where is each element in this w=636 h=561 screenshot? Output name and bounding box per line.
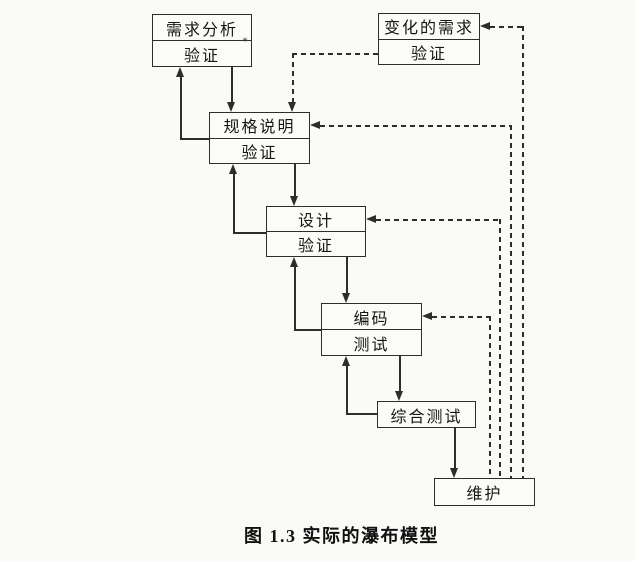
arrow-design-to-coding-line xyxy=(346,257,348,294)
feedback-coding-to-design-head xyxy=(290,257,298,267)
design-label: 设计 xyxy=(297,213,334,230)
feedback-integration-to-coding-head xyxy=(342,356,350,366)
box-maintenance: 维护 xyxy=(434,478,535,506)
feedback-specification-to-requirements-hline xyxy=(180,138,210,140)
dashed-maintenance-to-changed-req-vline xyxy=(522,26,524,478)
design-verify-label: 验证 xyxy=(267,231,365,256)
requirements-verify-label: 验证 xyxy=(153,40,251,66)
dashed-maintenance-to-design-head xyxy=(366,215,376,223)
arrow-design-to-coding-head xyxy=(342,293,350,303)
dashed-maintenance-to-specification-vline xyxy=(510,125,512,478)
feedback-integration-to-coding-vline xyxy=(346,366,348,414)
feedback-integration-to-coding-hline xyxy=(346,413,378,415)
feedback-specification-to-requirements-vline xyxy=(180,77,182,139)
feedback-coding-to-design-vline xyxy=(294,267,296,330)
dashed-changed-req-to-specification-hline xyxy=(292,53,378,55)
dashed-maintenance-to-coding-hline xyxy=(432,316,489,318)
box-integration-test: 综合测试 xyxy=(377,401,476,428)
dashed-maintenance-to-changed-req-hline xyxy=(490,26,522,28)
figure-caption: 图 1.3 实际的瀑布模型 xyxy=(244,526,439,546)
dashed-maintenance-to-coding-vline xyxy=(489,316,491,478)
dashed-changed-req-to-specification-vline xyxy=(292,53,294,103)
box-coding: 编码 测试 xyxy=(321,303,422,356)
dashed-maintenance-to-design-vline xyxy=(499,219,501,478)
arrow-integration-to-maintenance-head xyxy=(450,468,458,478)
maintenance-label: 维护 xyxy=(466,486,503,503)
specification-verify-label: 验证 xyxy=(210,137,309,164)
coding-label: 编码 xyxy=(353,310,390,328)
dashed-maintenance-to-changed-req-head xyxy=(480,22,490,30)
requirements-note-mark: * xyxy=(242,34,248,48)
box-changed-requirements: 变化的需求 验证 xyxy=(378,13,480,65)
dashed-maintenance-to-design-hline xyxy=(376,219,499,221)
box-requirements-analysis: 需求分析 验证 xyxy=(152,14,252,67)
arrow-coding-to-integration-head xyxy=(395,391,403,401)
changed-requirements-label: 变化的需求 xyxy=(383,20,474,38)
dashed-maintenance-to-specification-head xyxy=(310,121,320,129)
feedback-design-to-specification-hline xyxy=(233,232,267,234)
specification-label: 规格说明 xyxy=(223,119,296,137)
arrow-specification-to-design-line xyxy=(294,164,296,197)
arrow-integration-to-maintenance-line xyxy=(454,428,456,469)
dashed-maintenance-to-specification-hline xyxy=(320,125,510,127)
dashed-changed-req-to-specification-head xyxy=(288,102,296,112)
feedback-coding-to-design-hline xyxy=(294,329,322,331)
feedback-design-to-specification-vline xyxy=(233,174,235,233)
dashed-maintenance-to-coding-head xyxy=(422,312,432,320)
arrow-coding-to-integration-line xyxy=(399,356,401,392)
arrow-specification-to-design-head xyxy=(290,196,298,206)
arrow-requirements-to-specification-head xyxy=(227,102,235,112)
arrow-requirements-to-specification-line xyxy=(231,67,233,103)
coding-test-label: 测试 xyxy=(322,329,421,355)
box-specification: 规格说明 验证 xyxy=(209,112,310,164)
requirements-analysis-label: 需求分析 xyxy=(165,21,238,39)
box-design: 设计 验证 xyxy=(266,206,366,257)
feedback-specification-to-requirements-head xyxy=(176,67,184,77)
changed-requirements-verify-label: 验证 xyxy=(379,38,479,65)
integration-test-label: 综合测试 xyxy=(390,408,463,426)
feedback-design-to-specification-head xyxy=(229,164,237,174)
